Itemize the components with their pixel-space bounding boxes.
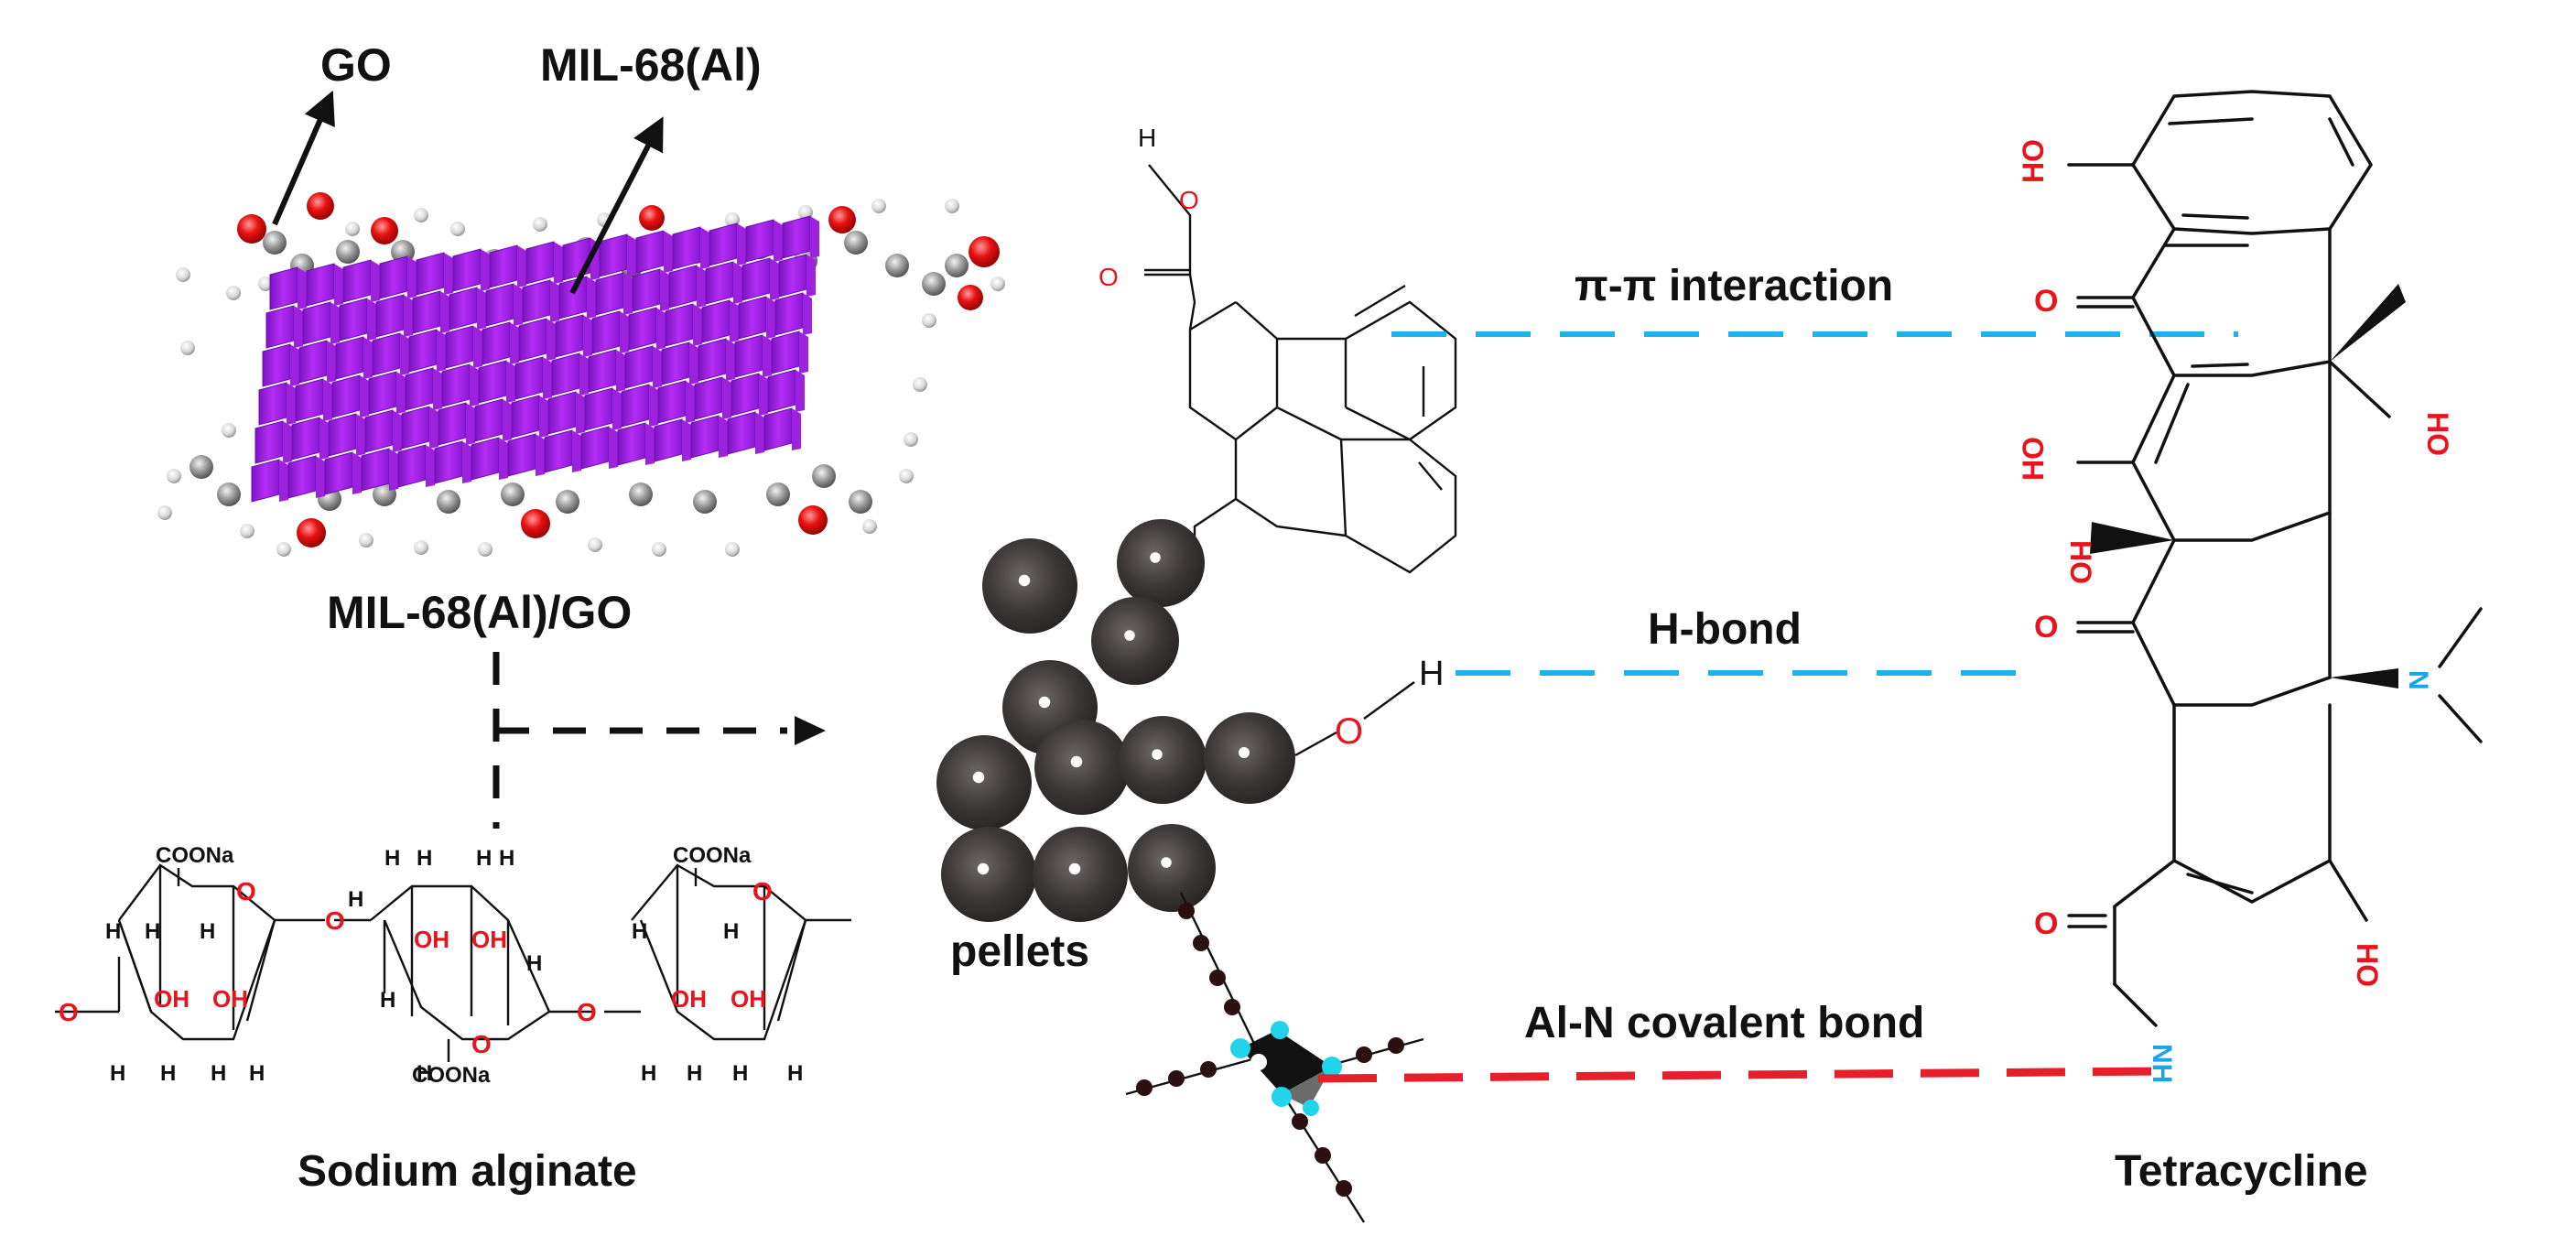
alginate-oh-1b: OH xyxy=(212,985,248,1013)
svg-text:H: H xyxy=(417,1061,432,1086)
alginate-link-o-2: O xyxy=(577,998,597,1026)
sodium-alginate-structure: COONa COONa COONa O O O O O O OH OH OH O… xyxy=(55,843,851,1196)
tetracycline-label: Tetracycline xyxy=(2115,1147,2368,1196)
tetra-nh: NH xyxy=(2147,1044,2177,1083)
svg-text:H: H xyxy=(723,919,739,944)
carboxyl-o-double: O xyxy=(1099,263,1119,291)
alginate-oh-3a: OH xyxy=(671,985,707,1013)
interaction-pi-pi: π-π interaction xyxy=(1391,262,2238,337)
svg-text:H: H xyxy=(476,846,492,871)
alginate-ring-o-2: O xyxy=(471,1030,492,1058)
svg-text:H: H xyxy=(211,1061,226,1086)
pellet-hydroxyl-o: O xyxy=(1335,711,1363,752)
go-aromatic-fragment: O O H xyxy=(1099,124,1457,574)
alginate-coona-2: COONa xyxy=(412,1063,491,1088)
pellet-spheres xyxy=(936,519,1295,922)
svg-text:H: H xyxy=(380,988,395,1013)
interaction-al-n: Al-N covalent bond xyxy=(1317,999,2161,1083)
pi-pi-interaction-label: π-π interaction xyxy=(1575,262,1893,310)
carboxyl-o-single: O xyxy=(1179,186,1199,214)
tetra-oh-3: HO xyxy=(2017,437,2050,481)
combination-flow-arrow xyxy=(492,652,826,829)
svg-text:H: H xyxy=(632,919,647,944)
tetra-o-2: O xyxy=(2034,610,2058,645)
svg-text:H: H xyxy=(499,846,514,871)
tetra-oh-1: HO xyxy=(2017,139,2050,183)
alginate-end-o-left: O xyxy=(59,998,79,1026)
svg-text:H: H xyxy=(687,1061,702,1086)
composite-label: MIL-68(Al)/GO xyxy=(327,587,632,638)
alginate-link-o-1: O xyxy=(325,906,345,935)
tetra-oh-2: HO xyxy=(2421,412,2454,456)
alginate-oh-2b: OH xyxy=(471,926,507,953)
oxygen-atoms xyxy=(237,192,1000,548)
svg-text:H: H xyxy=(105,919,121,944)
alginate-coona-1: COONa xyxy=(156,843,234,868)
svg-text:H: H xyxy=(160,1061,176,1086)
alginate-coona-3: COONa xyxy=(673,843,752,868)
svg-text:H: H xyxy=(249,1061,265,1086)
svg-text:H: H xyxy=(110,1061,125,1086)
alginate-oh-1a: OH xyxy=(154,985,189,1013)
h-bond-label: H-bond xyxy=(1648,605,1802,654)
mil68-pointer-arrow xyxy=(569,116,664,295)
mil68-label: MIL-68(Al) xyxy=(540,39,762,91)
tetracycline-structure: HO O HO HO HO O N HO O NH Tetracycline xyxy=(2017,90,2483,1196)
tetra-oh-5: HO xyxy=(2351,943,2384,987)
svg-text:H: H xyxy=(384,846,400,871)
pellets-cluster: O O H O H pellets xyxy=(936,124,1457,1223)
svg-text:H: H xyxy=(417,846,432,871)
tetra-o-3: O xyxy=(2034,906,2058,941)
svg-text:H: H xyxy=(200,919,215,944)
svg-text:H: H xyxy=(787,1061,803,1086)
alginate-oh-2a: OH xyxy=(414,926,449,953)
mil68-framework xyxy=(251,215,819,503)
alginate-ring-o-1: O xyxy=(236,877,256,905)
al-node-chain xyxy=(1125,892,1424,1223)
pellet-hydroxyl-h: H xyxy=(1419,655,1444,693)
go-pointer-arrow xyxy=(272,90,335,226)
alginate-oh-3b: OH xyxy=(731,985,766,1013)
sodium-alginate-label: Sodium alginate xyxy=(298,1147,637,1196)
svg-text:H: H xyxy=(526,951,542,976)
mil68-go-composite-model: GO MIL-68(Al) MIL-68(Al)/GO xyxy=(157,39,1005,638)
carboxyl-h: H xyxy=(1138,124,1156,152)
tetra-n-dimethyl: N xyxy=(2403,670,2433,690)
interaction-h-bond: H-bond xyxy=(1456,605,2028,676)
go-label: GO xyxy=(320,39,392,91)
al-n-covalent-bond-label: Al-N covalent bond xyxy=(1524,999,1924,1047)
alginate-ring-o-3: O xyxy=(752,877,773,905)
svg-text:H: H xyxy=(641,1061,656,1086)
tetra-oh-4: HO xyxy=(2064,540,2097,584)
svg-text:H: H xyxy=(348,887,363,912)
svg-text:H: H xyxy=(145,919,160,944)
pellets-label: pellets xyxy=(950,927,1089,976)
svg-text:H: H xyxy=(732,1061,748,1086)
tetra-o-1: O xyxy=(2034,284,2058,319)
